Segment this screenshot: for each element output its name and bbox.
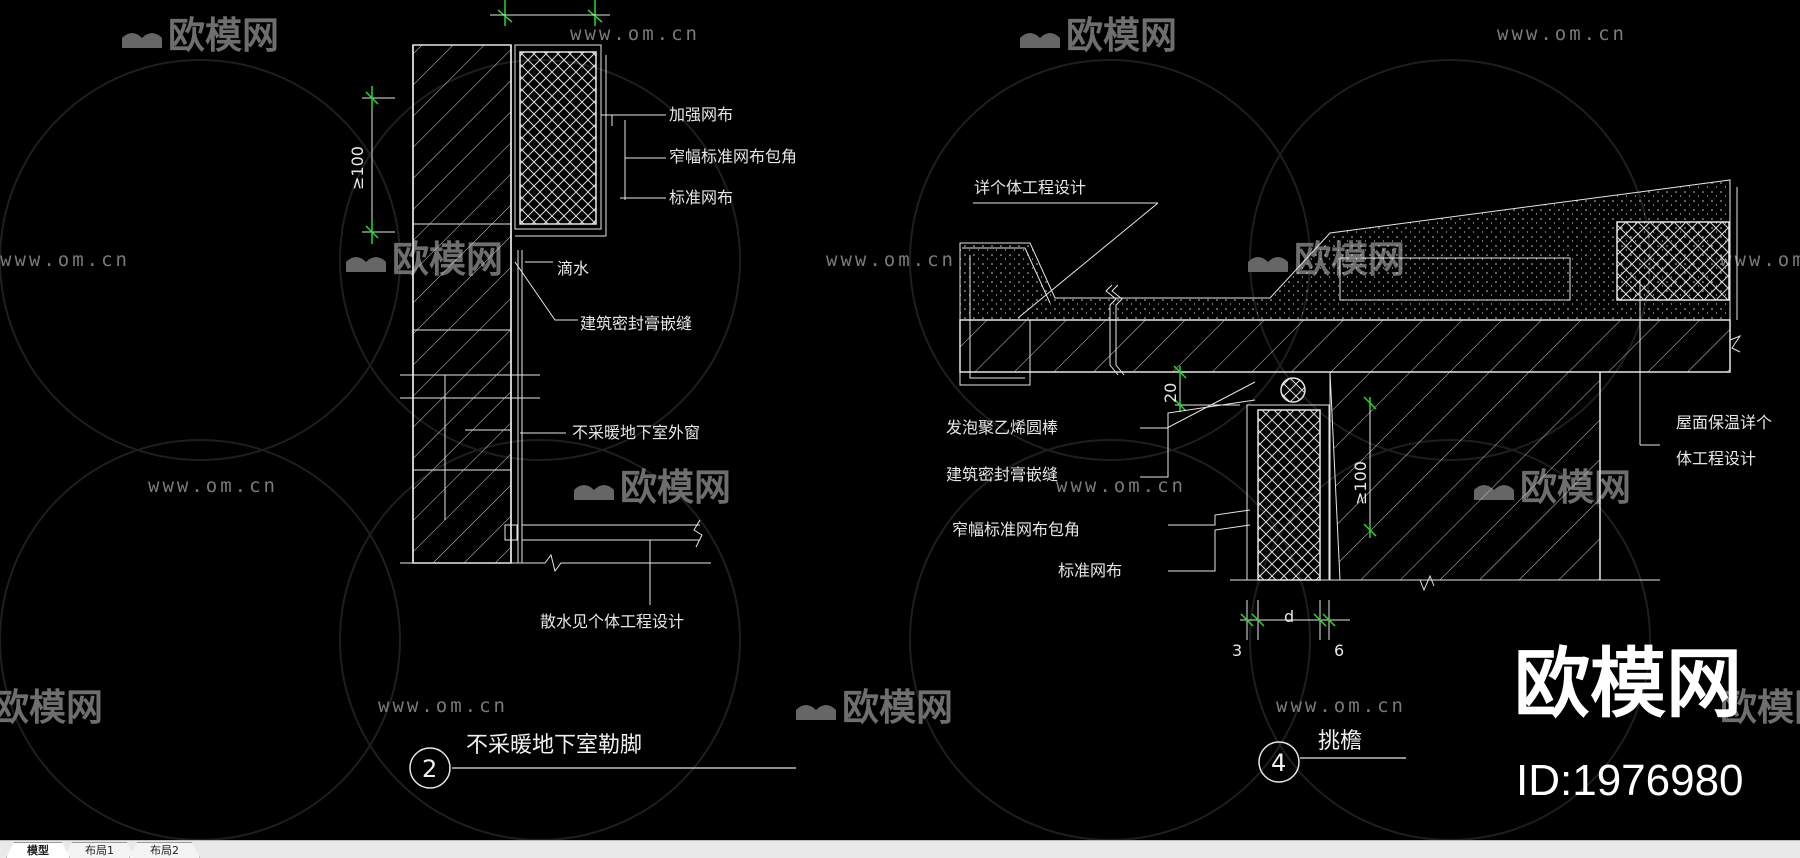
dim-20: 20 — [1161, 383, 1180, 403]
watermark-url: www.om.cn — [1276, 695, 1406, 717]
overlay-brand: 欧模网 ID:1976980 — [1514, 639, 1744, 805]
layout-tab-bar: 模型 布局1 布局2 — [0, 840, 1800, 858]
watermark-brand: 欧模网 — [0, 686, 103, 729]
insulation-block — [519, 51, 597, 225]
watermark-url: www.om.cn — [826, 249, 956, 271]
watermark-url: www.om.cn — [570, 23, 700, 45]
dim-d: d — [1284, 607, 1294, 626]
watermark-logo-icon — [796, 705, 836, 720]
note-detail-design: 详个体工程设计 — [974, 178, 1086, 197]
note-narrow-mesh-wrap: 窄幅标准网布包角 — [669, 147, 797, 166]
watermark-logo-icon — [574, 485, 614, 500]
detail-number-circle — [409, 747, 451, 789]
detail-title: 挑檐 — [1318, 729, 1362, 754]
watermark-url: www.om.cn — [1497, 23, 1627, 45]
detail-number-circle — [1258, 741, 1300, 783]
roof-insulation-block — [1616, 221, 1730, 301]
detail-title: 不采暖地下室勒脚 — [466, 733, 642, 758]
note-standard-mesh: 标准网布 — [669, 188, 733, 207]
watermark-logo-icon — [122, 33, 162, 48]
note-reinforce-mesh: 加强网布 — [669, 105, 733, 124]
note-roof-insulation-1: 屋面保温详个 — [1676, 413, 1772, 432]
note-window: 不采暖地下室外窗 — [572, 423, 700, 442]
watermark-url: www.om.cn — [378, 695, 508, 717]
watermark-url: www.om.cn — [1720, 249, 1800, 271]
note-roof-insulation-2: 体工程设计 — [1676, 449, 1756, 468]
note-drip: 滴水 — [557, 259, 589, 278]
watermark-url: www.om.cn — [148, 475, 278, 497]
note-sealant-joint: 建筑密封膏嵌缝 — [580, 314, 692, 333]
watermark-url: www.om.cn — [1056, 475, 1186, 497]
dim-100-left: ≥100 — [348, 146, 367, 190]
watermark-logo-icon — [346, 257, 386, 272]
dim-6: 6 — [1334, 641, 1344, 660]
tab-layout-1[interactable]: 布局1 — [64, 842, 135, 858]
overlay-brand-text: 欧模网 — [1514, 639, 1742, 728]
note-narrow-mesh-wrap-right: 窄幅标准网布包角 — [952, 520, 1080, 539]
dim-100-right: ≥100 — [1351, 461, 1370, 505]
detail-4-notes: 详个体工程设计 发泡聚乙烯圆棒 建筑密封膏嵌缝 窄幅标准网布包角 标准网布 屋面… — [946, 178, 1772, 660]
detail-number: 4 — [1271, 749, 1286, 777]
detail-4-drawing — [959, 179, 1742, 640]
watermark-url: www.om.cn — [0, 249, 130, 271]
note-apron: 散水见个体工程设计 — [540, 612, 684, 631]
watermark-brand: 欧模网 — [168, 14, 279, 57]
note-foam-rod: 发泡聚乙烯圆棒 — [946, 418, 1058, 437]
overlay-id: ID:1976980 — [1516, 756, 1744, 805]
watermark-logo-icon — [1020, 33, 1060, 48]
note-sealant-joint-right: 建筑密封膏嵌缝 — [946, 465, 1058, 484]
drawing-svg: 欧模网 www.om.cn 欧模网 www.om.cn www.om.cn 欧模… — [0, 0, 1800, 840]
detail-number: 2 — [422, 755, 437, 783]
watermark-brand: 欧模网 — [842, 686, 953, 729]
detail-2-drawing — [362, 0, 711, 605]
tab-model[interactable]: 模型 — [6, 842, 70, 858]
watermark-brand: 欧模网 — [1066, 14, 1177, 57]
wall-section — [412, 44, 512, 564]
tab-layout-2[interactable]: 布局2 — [129, 842, 200, 858]
watermark-brand: 欧模网 — [620, 466, 731, 509]
detail-2-title: 2 不采暖地下室勒脚 — [409, 733, 796, 789]
wall-insulation-block — [1257, 409, 1321, 581]
note-standard-mesh-right: 标准网布 — [1058, 561, 1122, 580]
dim-3: 3 — [1232, 641, 1242, 660]
watermark-brand: 欧模网 — [1720, 686, 1800, 729]
watermark-logo-icon — [1248, 257, 1288, 272]
cad-canvas[interactable]: 欧模网 www.om.cn 欧模网 www.om.cn www.om.cn 欧模… — [0, 0, 1800, 840]
detail-2-notes: 加强网布 窄幅标准网布包角 标准网布 滴水 建筑密封膏嵌缝 不采暖地下室外窗 散… — [348, 105, 797, 631]
detail-4-title: 4 挑檐 — [1258, 729, 1406, 783]
